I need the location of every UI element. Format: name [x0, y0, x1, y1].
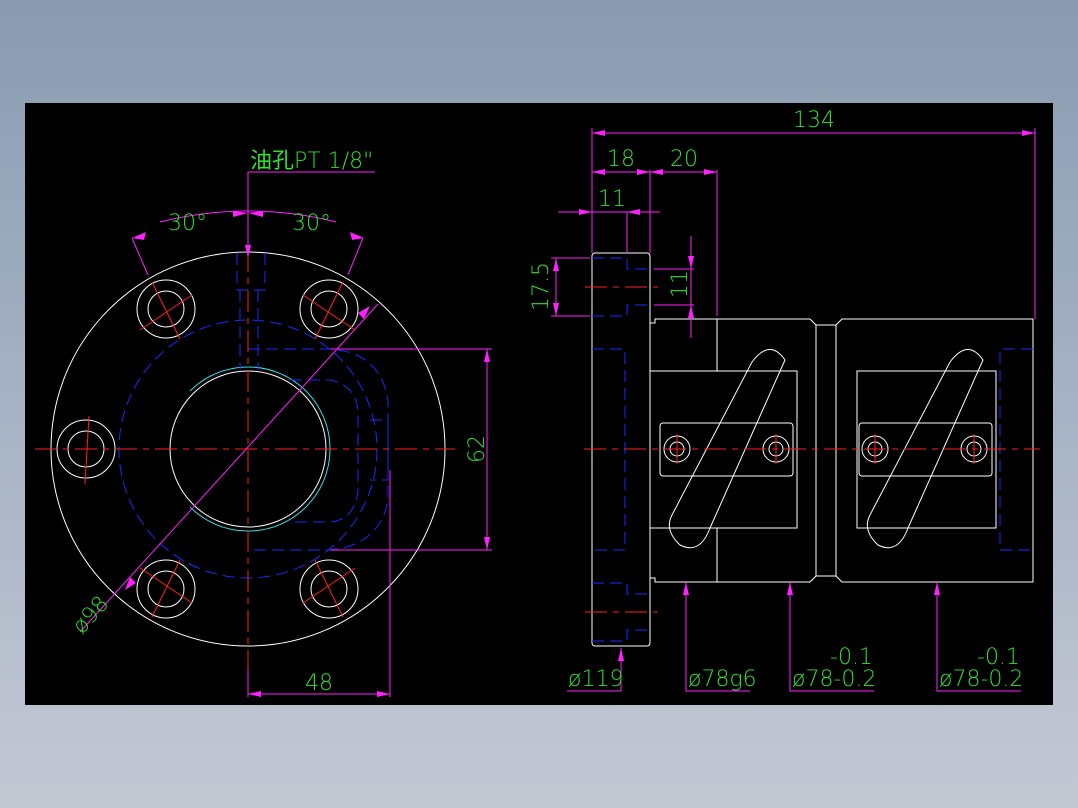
hole-dia-label: 11 [668, 270, 693, 298]
width-dim-label: 48 [305, 671, 333, 696]
pilot-dia-label: ø78g6 [688, 667, 757, 692]
body-dia-2-label: ø78-0.2 [939, 667, 1023, 692]
front-view: 油孔PT 1/8" 30° 30° ø98 62 48 [35, 149, 492, 697]
angle-right-label: 30° [292, 211, 331, 236]
cad-drawing-canvas[interactable]: 油孔PT 1/8" 30° 30° ø98 62 48 [25, 103, 1053, 705]
body-tol-1-label: -0.1 [830, 645, 873, 670]
step-length-label: 20 [670, 147, 698, 172]
counterbore-dia-label: 17.5 [529, 262, 554, 311]
angle-left-label: 30° [168, 211, 207, 236]
hole-depth-label: 11 [598, 187, 626, 212]
flange-thickness-label: 18 [607, 147, 635, 172]
body-dia-1-label: ø78-0.2 [792, 667, 876, 692]
body-tol-2-label: -0.1 [977, 645, 1020, 670]
flange-dia-label: ø119 [568, 667, 623, 692]
overall-length-label: 134 [793, 108, 835, 133]
drawing-svg: 油孔PT 1/8" 30° 30° ø98 62 48 [35, 108, 1040, 697]
bolt-circle-label: ø98 [68, 591, 114, 639]
oil-hole-label: 油孔PT 1/8" [250, 149, 373, 174]
side-view: 134 18 20 11 17.5 11 ø119 ø78g6 -0.1 ø78… [529, 108, 1040, 692]
bolt-holes [56, 279, 359, 619]
height-dim-label: 62 [465, 435, 490, 463]
